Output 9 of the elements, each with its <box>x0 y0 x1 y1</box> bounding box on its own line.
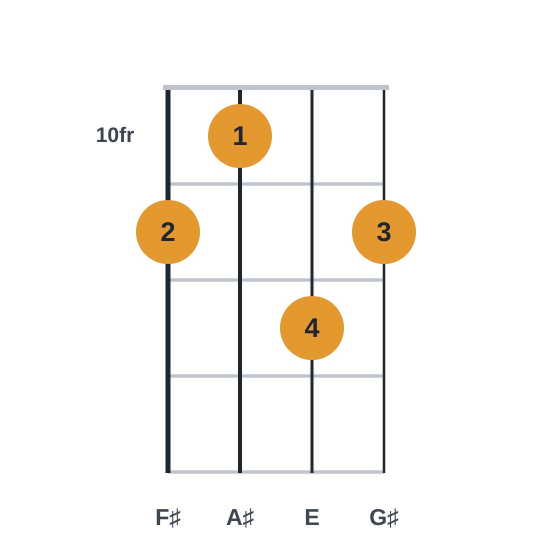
fret-number: 10fr <box>96 125 134 146</box>
finger-number: 1 <box>232 122 248 150</box>
string-name: G♯ <box>369 506 399 529</box>
string-name: E <box>304 506 320 529</box>
string-name: F♯ <box>155 506 181 529</box>
finger-number: 2 <box>160 218 176 246</box>
string-name: A♯ <box>226 506 254 529</box>
finger-number: 3 <box>376 218 392 246</box>
finger-number: 4 <box>304 314 320 342</box>
